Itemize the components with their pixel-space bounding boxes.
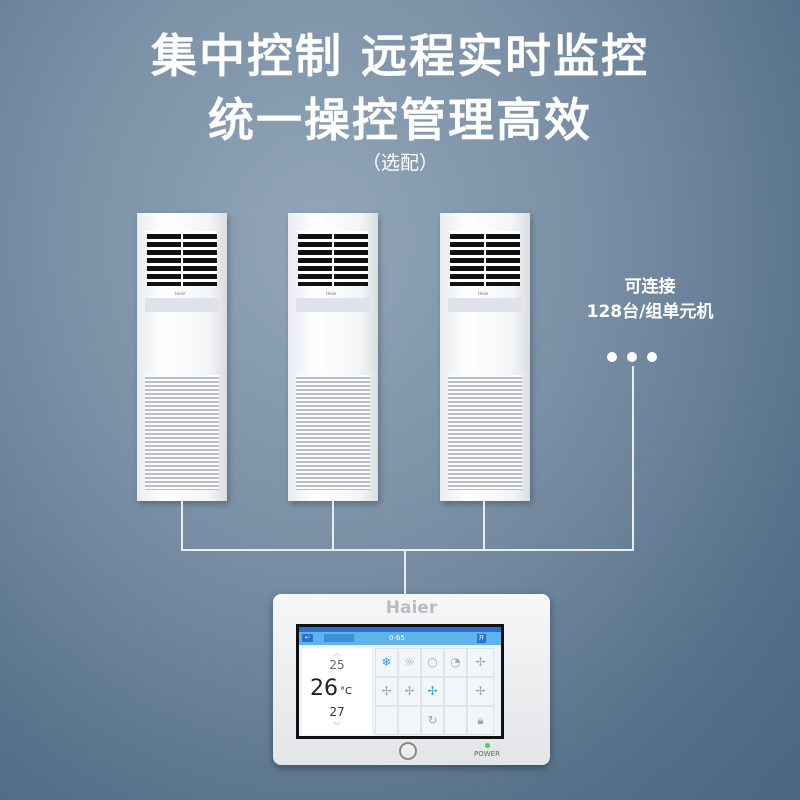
empty-cell xyxy=(444,677,467,706)
wire xyxy=(483,501,485,551)
home-button[interactable] xyxy=(399,742,417,760)
unit-name-button[interactable] xyxy=(324,634,354,642)
brand-logo: Haier xyxy=(385,598,438,618)
ac-unit-1: Haier xyxy=(137,213,227,501)
ellipsis-dot xyxy=(647,352,657,362)
refresh-icon[interactable]: ↻ xyxy=(421,706,444,735)
header-bar: ↩ 0-65 开 xyxy=(299,632,501,645)
face-icon[interactable]: ◔ xyxy=(444,648,467,677)
fan-icon[interactable]: ✢ xyxy=(398,677,421,706)
temp-current: 26 xyxy=(310,676,338,701)
power-label: POWER xyxy=(474,750,500,758)
wire xyxy=(632,366,634,551)
fan-icon[interactable]: ✢ xyxy=(375,677,398,706)
touch-controller: Haier ↩ 0-65 开 ︿ 25 26 °C 27 ﹀ ❄ ☼ ○ ◔ ✢ xyxy=(273,594,550,765)
temp-up-value: 25 xyxy=(329,658,345,672)
ellipsis-dot xyxy=(607,352,617,362)
ac-unit-2: Haier xyxy=(288,213,378,501)
lock-icon[interactable]: 🔒︎ xyxy=(467,706,494,735)
temp-down-chevron[interactable]: ﹀ xyxy=(333,722,341,730)
wire xyxy=(332,501,334,551)
temperature-panel: ︿ 25 26 °C 27 ﹀ xyxy=(302,648,372,735)
empty-cell xyxy=(375,706,398,735)
headline-line1: 集中控制 远程实时监控 xyxy=(150,29,649,83)
ellipsis-dot xyxy=(627,352,637,362)
temp-down-value: 27 xyxy=(329,705,345,719)
sun-icon[interactable]: ☼ xyxy=(398,648,421,677)
wire-bus xyxy=(181,549,634,551)
empty-cell xyxy=(444,706,467,735)
wire xyxy=(404,549,406,595)
headline-line2: 统一操控管理高效 xyxy=(208,93,592,147)
fan-icon[interactable]: ✢ xyxy=(467,677,494,706)
capacity-note-line2: 128台/组单元机 xyxy=(586,302,714,322)
fan-icon[interactable]: ✢ xyxy=(467,648,494,677)
wire xyxy=(181,501,183,551)
ac-unit-3: Haier xyxy=(440,213,530,501)
fan-icon[interactable]: ✢ xyxy=(421,677,444,706)
empty-cell xyxy=(398,706,421,735)
status-bar xyxy=(299,627,501,632)
back-button[interactable]: ↩ xyxy=(302,634,313,642)
droplet-icon[interactable]: ○ xyxy=(421,648,444,677)
capacity-note-line1: 可连接 xyxy=(624,277,676,297)
power-led xyxy=(485,743,490,748)
touch-screen[interactable]: ↩ 0-65 开 ︿ 25 26 °C 27 ﹀ ❄ ☼ ○ ◔ ✢ ✢ ✢ ✢… xyxy=(296,624,504,739)
power-toggle[interactable]: 开 xyxy=(477,634,486,643)
temp-unit: °C xyxy=(340,686,352,697)
zone-label: 0-65 xyxy=(389,634,405,642)
temp-up-chevron[interactable]: ︿ xyxy=(333,649,341,657)
snowflake-icon[interactable]: ❄ xyxy=(375,648,398,677)
optional-label: （选配） xyxy=(361,152,438,174)
